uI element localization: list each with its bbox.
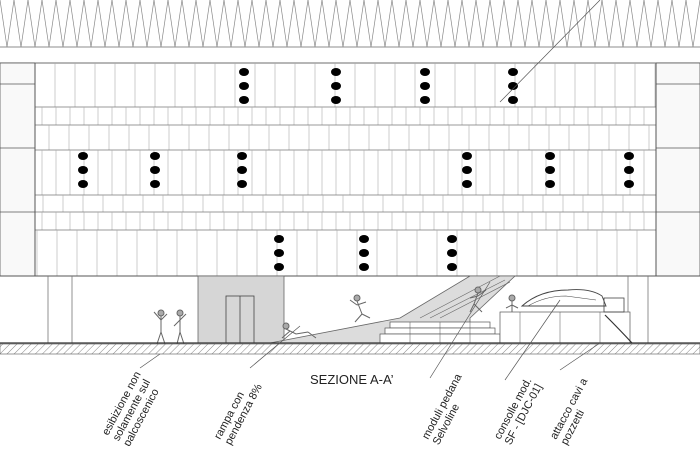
stage-elements [269, 275, 633, 344]
roof-truss [0, 0, 700, 48]
section-title: SEZIONE A-A’ [310, 372, 394, 387]
grey-core-wall [197, 275, 285, 344]
speaker-dots [78, 68, 634, 271]
annotation-ramp: rampa con pendenza 8% [212, 382, 265, 447]
annotation-cables: attacco cavi a pozzetti [548, 376, 591, 447]
leader-lines [139, 0, 601, 381]
annotation-console: consolle mod. SF - [DJC-01] [492, 376, 545, 447]
facade-panels [0, 62, 700, 277]
floor-slab [0, 342, 700, 355]
console-platform [499, 289, 631, 344]
annotation-exhibition: esibizione non solamente sul palcoscenic… [100, 370, 162, 449]
annotation-platform: moduli pedana Selvoline [420, 371, 465, 447]
cable [604, 314, 633, 344]
selvoline-platform [379, 321, 501, 344]
human-figures [153, 286, 519, 345]
ground-floor [0, 275, 700, 344]
